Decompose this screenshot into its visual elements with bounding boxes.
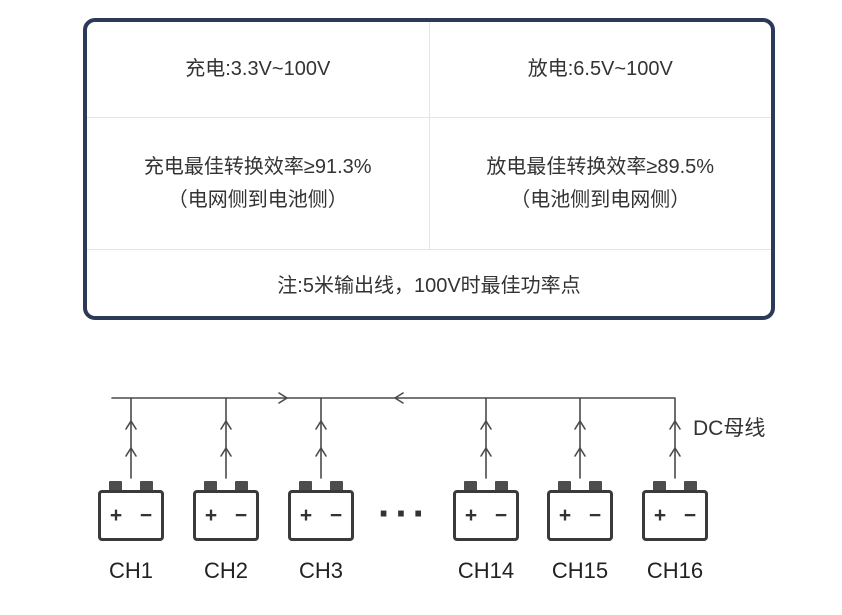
battery-ch14: + − [453,481,519,543]
battery-ch1: + − [98,481,164,543]
minus-symbol: − [683,503,697,527]
battery-terminal-icon [204,481,217,492]
left-arrow-icon [394,392,404,404]
discharge-efficiency-line1: 放电最佳转换效率≥89.5% [486,155,715,178]
up-arrow-icon [480,447,492,457]
plus-symbol: + [109,503,123,527]
battery-terminal-icon [109,481,122,492]
battery-body: + − [98,490,164,541]
discharge-efficiency-cell: 放电最佳转换效率≥89.5% （电池侧到电网侧） [430,118,772,249]
note-text: 注:5米输出线，100V时最佳功率点 [277,274,581,297]
channel-label-ch2: CH2 [203,558,248,583]
spec-row-note: 注:5米输出线，100V时最佳功率点 [87,250,771,316]
up-arrow-icon [669,420,681,430]
spec-row-efficiency: 充电最佳转换效率≥91.3% （电网侧到电池侧） 放电最佳转换效率≥89.5% … [87,118,771,250]
up-arrow-icon [220,447,232,457]
battery-terminal-icon [464,481,477,492]
battery-ch16: + − [642,481,708,543]
channel-label-ch15: CH15 [551,558,609,583]
battery-terminal-icon [495,481,508,492]
plus-symbol: + [464,503,478,527]
battery-body: + − [453,490,519,541]
battery-body: + − [193,490,259,541]
battery-ch15: + − [547,481,613,543]
minus-symbol: − [139,503,153,527]
spec-table: 充电:3.3V~100V 放电:6.5V~100V 充电最佳转换效率≥91.3%… [83,18,775,320]
up-arrow-icon [574,420,586,430]
up-arrow-icon [220,420,232,430]
ellipsis-dots: ··· [378,492,430,536]
discharge-efficiency-line2: （电池侧到电网侧） [510,188,691,211]
plus-symbol: + [204,503,218,527]
battery-terminal-icon [653,481,666,492]
battery-ch2: + − [193,481,259,543]
channel-label-ch16: CH16 [646,558,704,583]
battery-body: + − [642,490,708,541]
right-arrow-icon [278,392,288,404]
dc-bus-line [111,397,676,479]
up-arrow-icon [315,420,327,430]
channel-label-ch3: CH3 [298,558,343,583]
minus-symbol: − [588,503,602,527]
dc-bus-label: DC母线 [693,417,766,440]
charge-efficiency-cell: 充电最佳转换效率≥91.3% （电网侧到电池侧） [87,118,430,249]
battery-terminal-icon [589,481,602,492]
discharge-voltage-cell: 放电:6.5V~100V [430,22,772,117]
channel-label-ch1: CH1 [108,558,153,583]
up-arrow-icon [125,447,137,457]
up-arrow-icon [574,447,586,457]
up-arrow-icon [480,420,492,430]
up-arrow-icon [315,447,327,457]
battery-terminal-icon [684,481,697,492]
battery-terminal-icon [330,481,343,492]
discharge-voltage-text: 放电:6.5V~100V [527,58,673,80]
minus-symbol: − [329,503,343,527]
battery-terminal-icon [299,481,312,492]
battery-terminal-icon [140,481,153,492]
up-arrow-icon [669,447,681,457]
battery-body: + − [288,490,354,541]
minus-symbol: − [234,503,248,527]
spec-row-voltage: 充电:3.3V~100V 放电:6.5V~100V [87,22,771,118]
charge-efficiency-line2: （电网侧到电池侧） [167,188,348,211]
minus-symbol: − [494,503,508,527]
battery-terminal-icon [558,481,571,492]
charge-voltage-cell: 充电:3.3V~100V [87,22,430,117]
plus-symbol: + [558,503,572,527]
plus-symbol: + [653,503,667,527]
charge-voltage-text: 充电:3.3V~100V [185,58,331,80]
plus-symbol: + [299,503,313,527]
battery-body: + − [547,490,613,541]
battery-terminal-icon [235,481,248,492]
channel-label-ch14: CH14 [457,558,515,583]
up-arrow-icon [125,420,137,430]
battery-ch3: + − [288,481,354,543]
charge-efficiency-line1: 充电最佳转换效率≥91.3% [143,155,372,178]
